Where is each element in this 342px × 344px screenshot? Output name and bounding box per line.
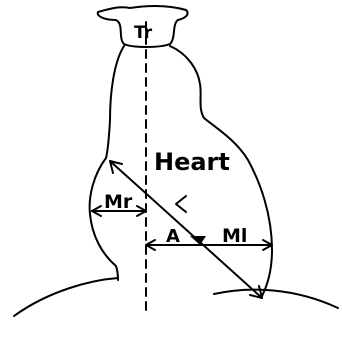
diaphragm-right-contour [214,290,338,308]
chevron-mark [176,196,186,212]
mr-label: Mr [104,191,133,213]
diaphragm-left-contour [14,278,118,316]
trachea-label: Tr [134,23,153,43]
heart-label: Heart [154,148,230,176]
angle-marker [190,236,206,245]
ml-label: Ml [222,225,247,247]
angle-label: A [166,226,180,247]
